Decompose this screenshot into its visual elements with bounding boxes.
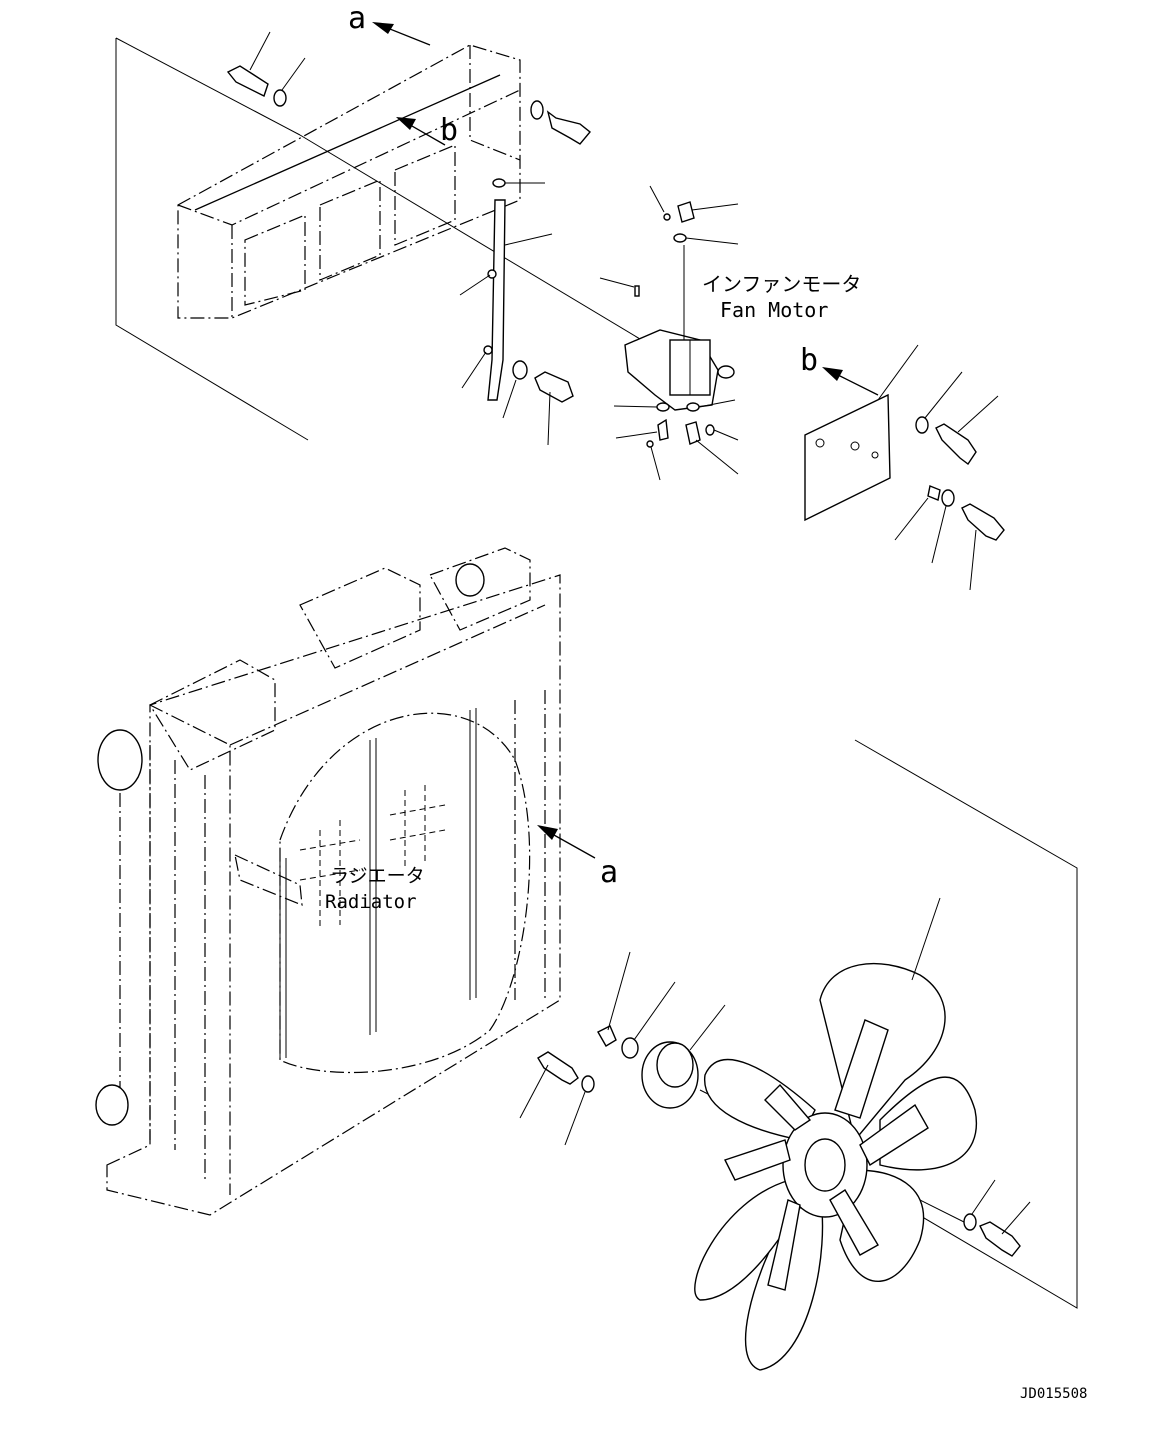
radiator-label-jp: ラジエータ [330,865,425,887]
view-arrow-a-top: a [348,1,431,46]
cover-plate [804,344,1005,591]
fan-motor [599,185,739,481]
drawing-id: JD015508 [1020,1386,1087,1402]
marker-a-mid: a [600,855,618,890]
marker-b-plate: b [800,343,818,378]
radiator [95,547,561,1216]
view-arrow-b-frame: b [396,113,458,148]
frame-bolt-right [530,100,591,145]
fan-motor-label-jp: インファンモータ [702,272,861,296]
marker-a-top: a [348,1,366,36]
view-arrow-a-mid: a [537,825,618,890]
core-grid [299,785,446,930]
fan-hub-parts [519,951,726,1146]
radiator-label-en: Radiator [325,891,417,913]
cooling-fan [694,897,1031,1371]
fan-motor-label-en: Fan Motor [720,298,828,322]
upper-frame [115,37,521,441]
marker-b-frame: b [440,113,458,148]
frame-bolt-upper [226,31,306,107]
hose-tube [459,178,574,446]
view-arrow-b-plate: b [800,343,879,396]
